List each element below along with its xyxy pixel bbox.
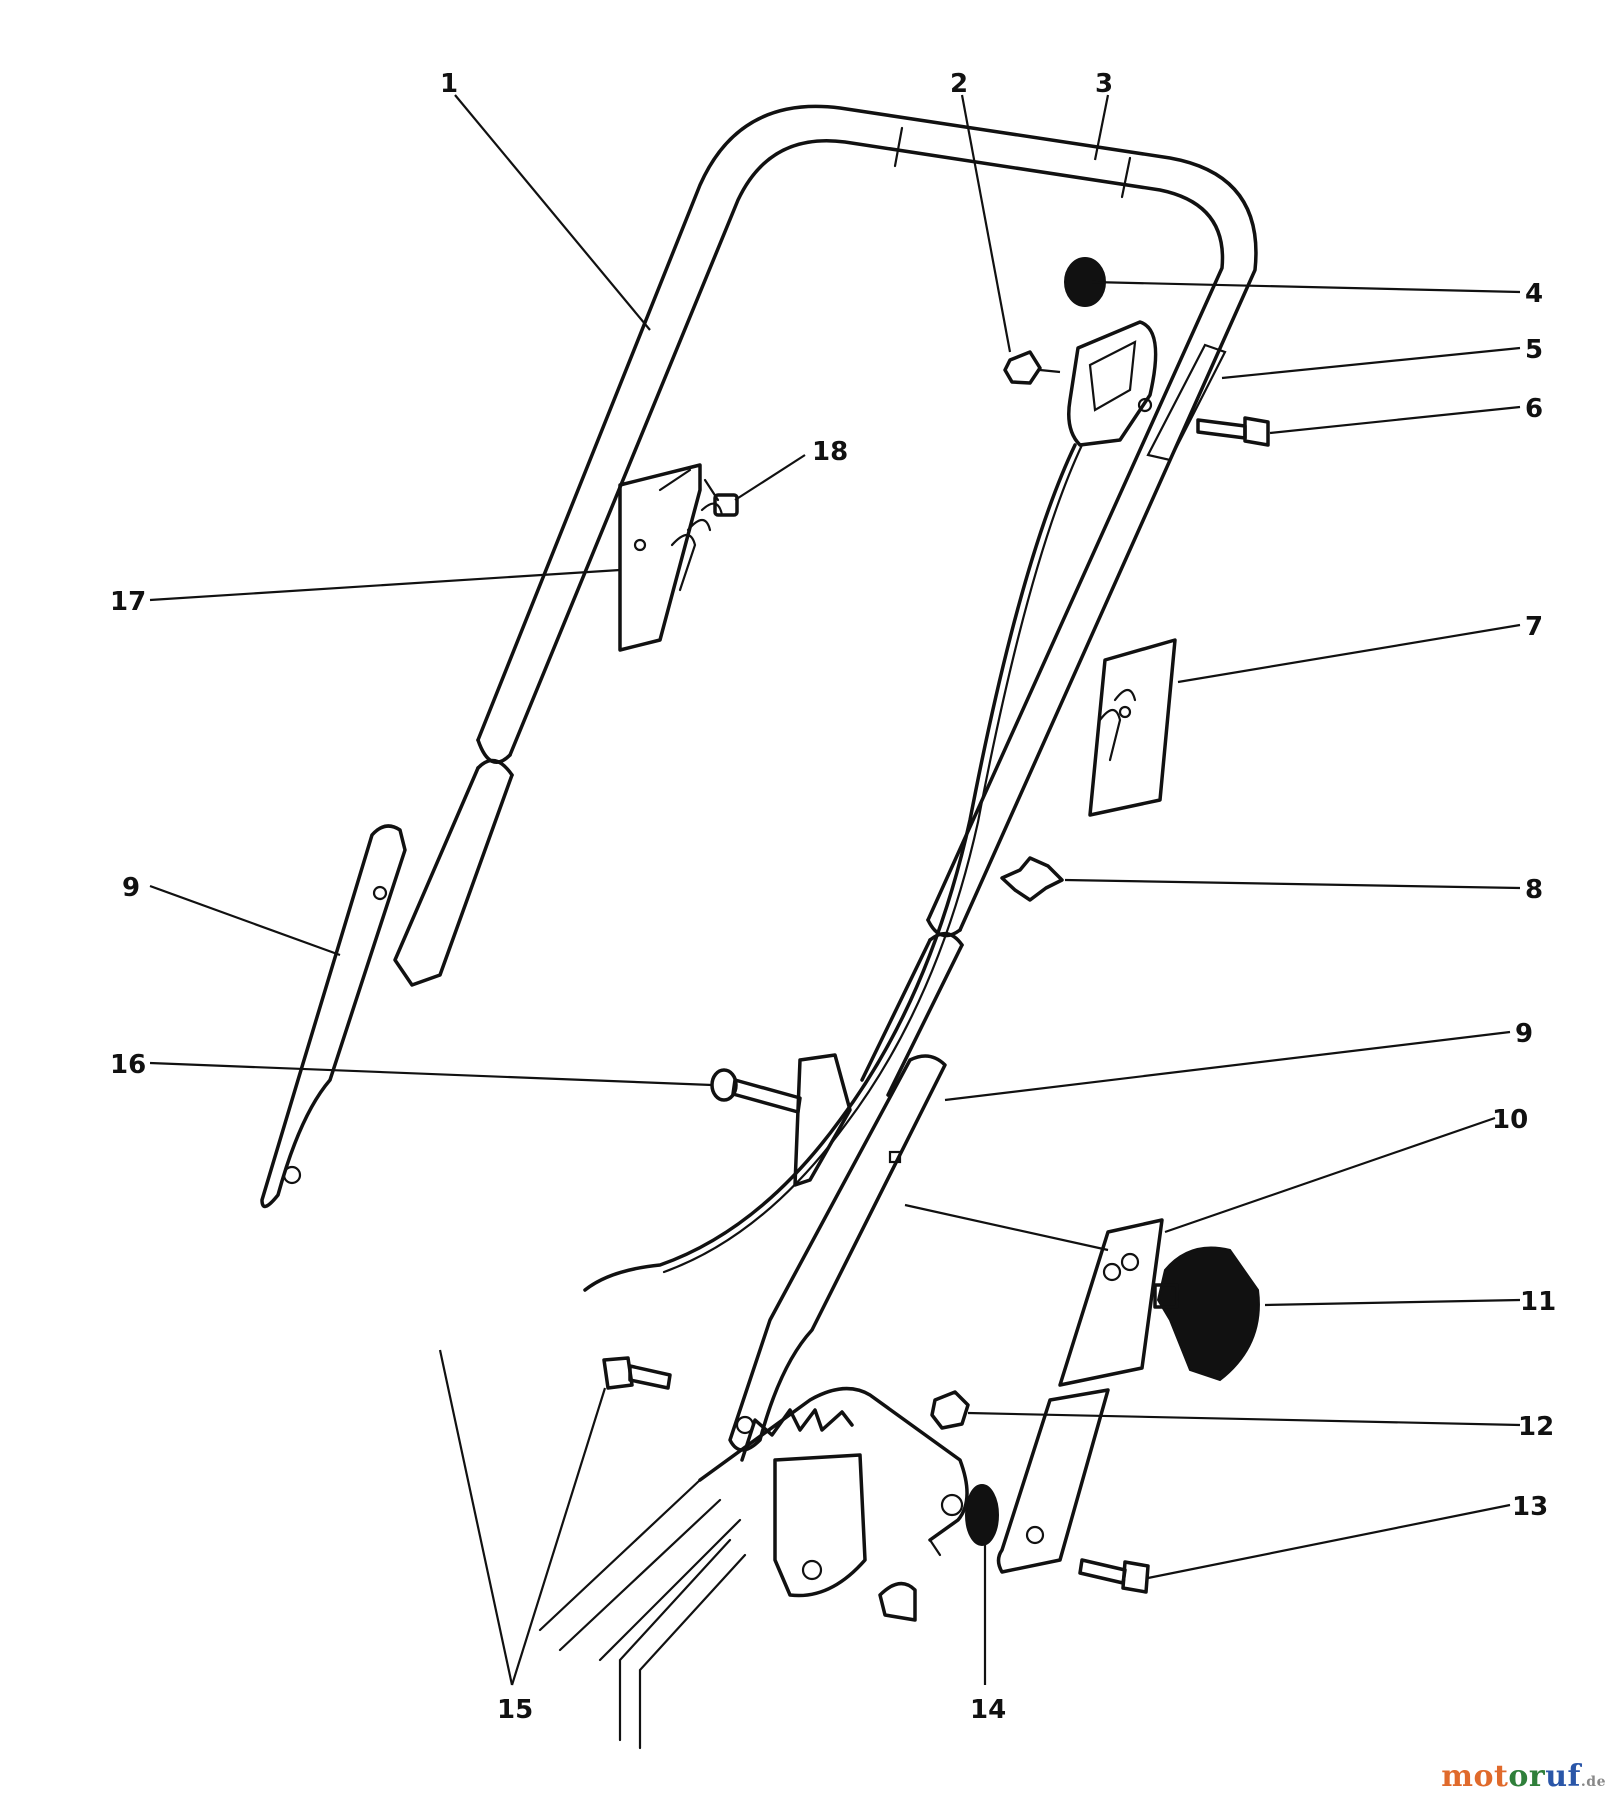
- callout-9-right: 9: [1515, 1019, 1533, 1049]
- callout-8: 8: [1525, 875, 1543, 905]
- cable-clip-right: [1088, 638, 1177, 817]
- watermark-part-c: uf: [1545, 1759, 1581, 1794]
- control-lever: [1067, 320, 1158, 447]
- washer-14: [965, 1484, 999, 1546]
- height-adjust-plate: [1058, 1218, 1164, 1387]
- callout-5: 5: [1525, 335, 1543, 365]
- callout-7: 7: [1525, 612, 1543, 642]
- watermark-part-b: or: [1508, 1759, 1546, 1794]
- watermark-part-d: .de: [1580, 1774, 1606, 1790]
- callout-10: 10: [1492, 1105, 1528, 1135]
- watermark-part-a: mot: [1441, 1759, 1509, 1794]
- bolt-15: [602, 1356, 672, 1390]
- left-lower-tube: [393, 738, 514, 987]
- callout-4: 4: [1525, 279, 1543, 309]
- lever-bolt: [1196, 416, 1270, 447]
- callout-15: 15: [497, 1695, 533, 1725]
- control-cable: [583, 443, 1077, 1292]
- adjusting-knob: [1153, 1246, 1260, 1382]
- clip-screw-18: [703, 478, 739, 517]
- callout-18: 18: [812, 437, 848, 467]
- bolt-13: [1078, 1558, 1150, 1594]
- cable-clip-wing-nut: [1000, 856, 1064, 902]
- callout-14: 14: [970, 1695, 1006, 1725]
- leader-lines: [149, 94, 1521, 1686]
- right-lower-tube: [860, 918, 964, 1097]
- callout-12: 12: [1518, 1412, 1554, 1442]
- callout-6: 6: [1525, 394, 1543, 424]
- left-lower-bracket: [260, 824, 407, 1209]
- deck-handle-mount: [538, 1386, 969, 1750]
- callout-3: 3: [1095, 69, 1113, 99]
- callout-1: 1: [440, 69, 458, 99]
- callout-13: 13: [1512, 1492, 1548, 1522]
- carriage-bolt-16: [710, 1068, 802, 1114]
- callout-11: 11: [1520, 1287, 1556, 1317]
- lower-mount-plate: [996, 1388, 1110, 1574]
- callout-labels: 1 2 3 4 5 6 7 8 9 9 10 11 12 13 14 15 16…: [110, 69, 1556, 1725]
- lever-nut: [1003, 350, 1061, 385]
- callout-17: 17: [110, 587, 146, 617]
- lock-nut-12: [930, 1390, 970, 1430]
- callout-2: 2: [950, 69, 968, 99]
- callout-16: 16: [110, 1050, 146, 1080]
- upper-handle: [476, 104, 1258, 932]
- watermark-logo: motoruf.de: [1441, 1759, 1606, 1794]
- callout-9-left: 9: [122, 873, 140, 903]
- cable-clip-left: [618, 463, 724, 652]
